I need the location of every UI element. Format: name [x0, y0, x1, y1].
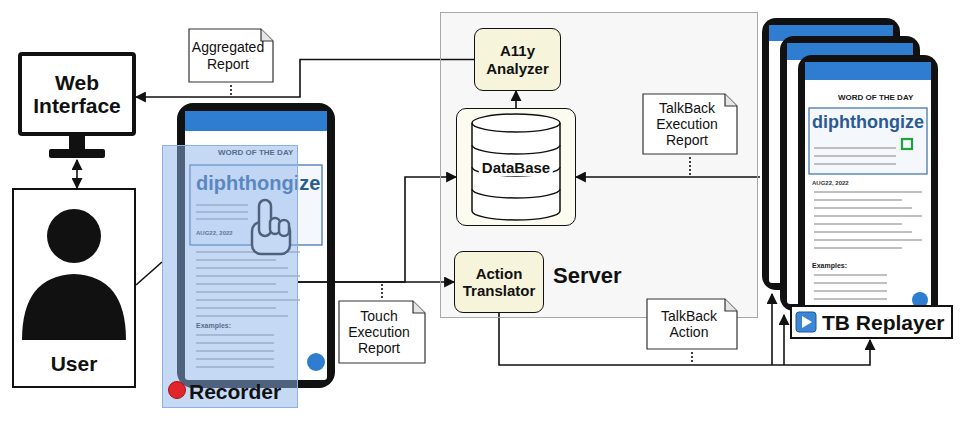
- text-line: [814, 207, 912, 209]
- document-note: TalkBack Action: [646, 298, 738, 350]
- text-line: [814, 223, 902, 225]
- replayer-stack: TB Replayer: [760, 15, 955, 340]
- text-line: [814, 155, 896, 157]
- text-line: [814, 247, 902, 249]
- screen-text: Examples:: [812, 262, 847, 270]
- node-label: A11y Analyzer: [481, 42, 554, 77]
- text-line: [814, 290, 887, 292]
- text-line: [814, 231, 912, 233]
- recorder-overlay: Recorder: [162, 145, 298, 408]
- monitor-node: Web Interface: [18, 52, 136, 160]
- node-label: Touch Execution Report: [344, 308, 414, 356]
- replayer-phones: [762, 18, 938, 327]
- connector-arrow: [298, 281, 454, 283]
- replayer-branches: [772, 294, 784, 365]
- connector-arrow: [136, 60, 474, 98]
- server-box: Server A11y AnalyzerDataBaseAction Transl…: [440, 12, 758, 318]
- text-line: [814, 298, 887, 300]
- screen-text: AUG22, 2022: [812, 180, 849, 187]
- record-dot: [168, 381, 186, 399]
- connector-arrow: [136, 262, 162, 285]
- text-line: [814, 147, 896, 149]
- screen-text: WORD OF THE DAY: [838, 94, 913, 103]
- node-label: TalkBack Action: [652, 308, 726, 340]
- node-label: Web Interface: [18, 52, 136, 136]
- node-label: User: [14, 352, 134, 376]
- screen-text: diphthongize: [812, 113, 924, 133]
- node-label: Aggregated Report: [192, 39, 264, 71]
- node-label: Server: [553, 263, 622, 289]
- play-icon: [795, 311, 817, 333]
- database-box: DataBase: [456, 108, 576, 226]
- user-box: User: [12, 188, 136, 388]
- text-line: [814, 199, 902, 201]
- node-label: Recorder: [189, 380, 281, 404]
- document-note: TalkBack Execution Report: [642, 93, 738, 155]
- text-line: [814, 163, 896, 165]
- text-line: [814, 282, 887, 284]
- document-note: Aggregated Report: [188, 28, 274, 83]
- connector-arrow: [298, 177, 456, 282]
- text-line: [814, 239, 922, 241]
- process-box: A11y Analyzer: [474, 28, 561, 91]
- text-line: [814, 274, 887, 276]
- node-label: TalkBack Execution Report: [648, 100, 726, 148]
- text-line: [814, 215, 922, 217]
- connector-arrow: [76, 160, 78, 188]
- node-label: Action Translator: [461, 265, 537, 300]
- process-box: Action Translator: [454, 251, 544, 313]
- text-line: [814, 191, 922, 193]
- node-label: DataBase: [479, 159, 553, 176]
- document-note: Touch Execution Report: [338, 300, 426, 364]
